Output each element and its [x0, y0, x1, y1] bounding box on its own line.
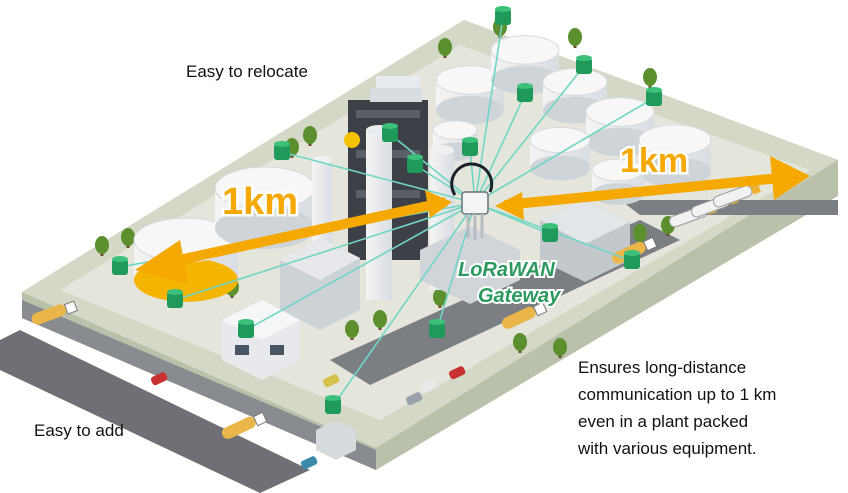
tree-icon: [121, 228, 135, 248]
tree-icon: [345, 320, 359, 340]
road-lower: [0, 330, 310, 493]
sensor-icon: [624, 250, 640, 269]
description-line: Ensures long-distance: [578, 358, 747, 377]
radio-link: [474, 65, 585, 204]
sensor-icon: [382, 123, 398, 142]
distance-label-left: 1km: [222, 181, 298, 223]
distance-arrow-right: [504, 173, 781, 210]
tank-icon: [490, 35, 560, 95]
description-line: with various equipment.: [578, 439, 757, 458]
radio-link: [474, 16, 504, 204]
arrowhead-right-inner-icon: [495, 192, 524, 220]
distance-arrow-left: [168, 197, 448, 267]
gateway-icon: [450, 162, 494, 240]
truck-icon: [221, 411, 268, 439]
arrowhead-left-inner-icon: [425, 190, 452, 218]
road-right: [620, 200, 838, 215]
sensor-icon: [576, 55, 592, 74]
pipe-rack: [370, 88, 422, 102]
easy-to-relocate-label: Easy to relocate: [186, 62, 308, 81]
sensor-icon: [646, 87, 662, 106]
radio-link: [245, 202, 476, 331]
tree-icon: [438, 38, 452, 58]
arrowhead-right-icon: [770, 156, 810, 200]
radio-link: [281, 151, 476, 204]
tree-icon: [643, 68, 657, 88]
radio-link: [174, 202, 476, 301]
radio-link: [474, 97, 655, 204]
tank-icon: [435, 65, 505, 125]
tank-icon: [638, 124, 712, 188]
car-icon: [322, 374, 340, 388]
sensor-icon: [238, 319, 254, 338]
tree-icon: [433, 288, 447, 308]
warning-sign: [344, 132, 360, 148]
tree-icon: [568, 28, 582, 48]
tree-icon: [373, 310, 387, 330]
road-front: [22, 300, 376, 470]
easy-to-add-label: Easy to add: [34, 421, 124, 440]
sensor-icon: [274, 141, 290, 160]
car-icon: [405, 392, 423, 406]
sensor-icon: [542, 223, 558, 242]
building-guardhouse: [316, 420, 356, 460]
radio-link: [389, 133, 476, 204]
description-line: communication up to 1 km: [578, 385, 777, 404]
distance-arrows: 1km 1km: [135, 140, 810, 284]
sensor-icon: [495, 6, 511, 25]
sensor-icon: [429, 319, 445, 338]
car-icon: [420, 379, 438, 393]
arrowhead-left-icon: [135, 240, 188, 284]
car-icon: [448, 366, 466, 380]
sensor-icon: [325, 395, 341, 414]
tree-icon: [513, 333, 527, 353]
car-icon: [300, 456, 318, 470]
tree-icon: [95, 236, 109, 256]
sensor-nodes: [112, 6, 662, 414]
sensor-icon: [167, 289, 183, 308]
distance-label-right: 1km: [620, 142, 688, 180]
tree-icon: [553, 338, 567, 358]
car-icon: [150, 372, 168, 386]
truck-icon: [501, 301, 548, 329]
radio-link: [474, 93, 526, 204]
sensor-icon: [112, 256, 128, 275]
gateway-label-line2: Gateway: [478, 285, 561, 307]
description-line: even in a plant packed: [578, 412, 749, 431]
radio-link: [332, 202, 476, 407]
tree-icon: [303, 126, 317, 146]
gateway-label-line1: LoRaWAN: [458, 259, 555, 281]
tree-icon: [633, 224, 647, 244]
sensor-icon: [407, 154, 423, 173]
sensor-icon: [462, 137, 478, 156]
sensor-icon: [517, 83, 533, 102]
long-distance-description: Ensures long-distance communication up t…: [578, 354, 840, 462]
truck-icon: [31, 300, 78, 325]
